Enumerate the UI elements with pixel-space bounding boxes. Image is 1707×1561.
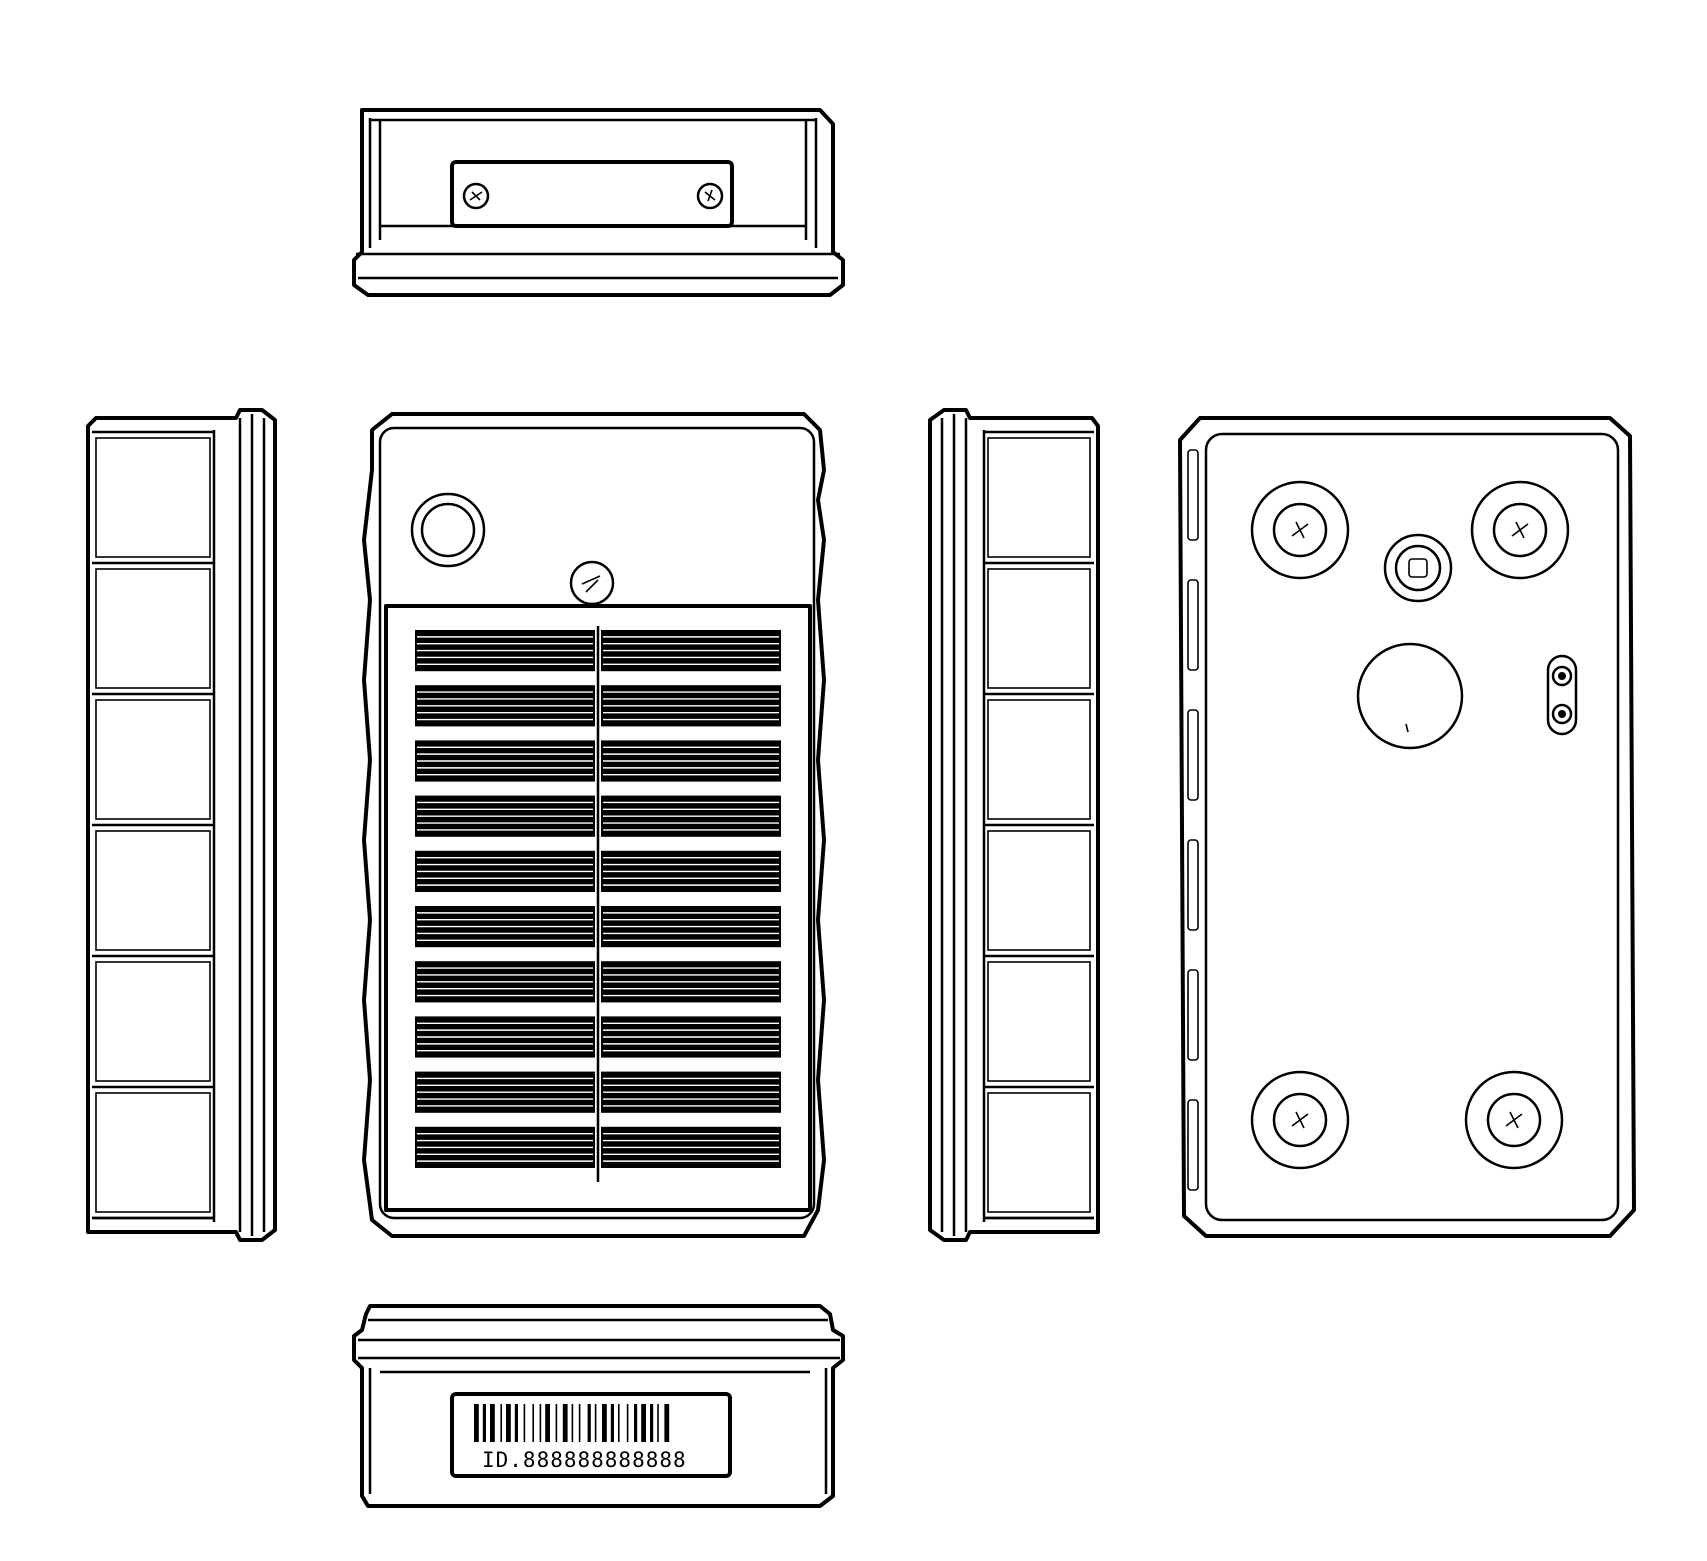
side-segment (92, 830, 214, 958)
solar-cell (415, 1126, 595, 1168)
solar-cell (601, 630, 781, 672)
side-segment (984, 568, 1094, 696)
mounting-screw-icon (1250, 480, 1350, 580)
mounting-screw-icon (1464, 1070, 1564, 1170)
solar-cell (601, 850, 781, 892)
edge-tab (1187, 579, 1199, 671)
solar-cell (601, 1071, 781, 1113)
side-segment (92, 1092, 214, 1220)
top-view (352, 108, 845, 297)
front-view (362, 412, 826, 1238)
solar-cell (415, 630, 595, 672)
led-pair-icon (1546, 654, 1578, 736)
right-side-view (928, 408, 1100, 1242)
mounting-screw-icon (1470, 480, 1570, 580)
solar-cell (601, 906, 781, 948)
solar-cell (415, 850, 595, 892)
side-segment (984, 437, 1094, 565)
edge-tab (1187, 969, 1199, 1061)
back-view (1178, 416, 1636, 1238)
cable-gland-icon (1383, 533, 1453, 603)
barcode-id-text: ID.888888888888 (482, 1448, 687, 1472)
left-side-view (86, 408, 277, 1242)
edge-tab (1187, 709, 1199, 801)
solar-cell (601, 740, 781, 782)
side-segment (92, 961, 214, 1089)
edge-tab (1187, 449, 1199, 541)
side-segment (984, 961, 1094, 1089)
solar-cell (415, 961, 595, 1003)
mounting-screw-icon (1250, 1070, 1350, 1170)
solar-cell (415, 795, 595, 837)
bottom-view: ID.888888888888 (352, 1304, 845, 1508)
solar-cell (601, 685, 781, 727)
solar-cell (415, 1071, 595, 1113)
side-segment (984, 1092, 1094, 1220)
top-plate (450, 160, 734, 228)
barcode-label (450, 1392, 732, 1478)
solar-cell (601, 795, 781, 837)
barcode-icon (474, 1404, 670, 1442)
edge-tab (1187, 1099, 1199, 1191)
side-segment (984, 830, 1094, 958)
solar-cell (415, 906, 595, 948)
solar-cell (601, 1016, 781, 1058)
solar-cell (601, 1126, 781, 1168)
side-segment (92, 568, 214, 696)
button-icon (410, 492, 486, 568)
screw-icon (462, 182, 490, 210)
side-segment (92, 699, 214, 827)
solar-cell (601, 961, 781, 1003)
round-port-icon (1356, 642, 1464, 750)
solar-cell (415, 1016, 595, 1058)
side-segment (92, 437, 214, 565)
solar-cell (415, 685, 595, 727)
edge-tab (1187, 839, 1199, 931)
side-segment (984, 699, 1094, 827)
solar-cell (415, 740, 595, 782)
screw-icon (696, 182, 724, 210)
